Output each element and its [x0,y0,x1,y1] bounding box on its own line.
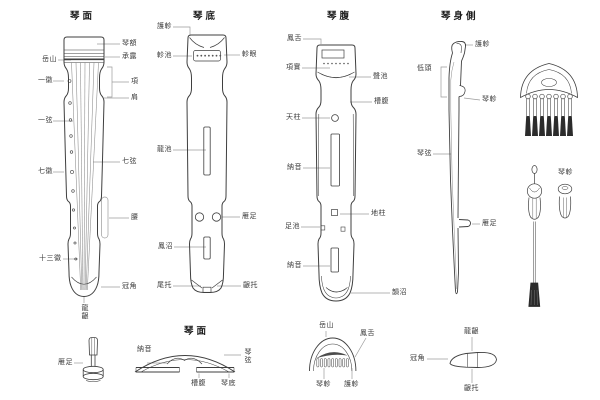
label-hui-7: 七徽 [38,168,53,175]
yanzu-hole-right [211,212,222,222]
label-zhenchi: 軫池 [157,52,172,59]
bottom-view-title: 琴底 [193,11,219,22]
strings [71,62,99,291]
label-huzhen-section: 護軫 [344,381,359,388]
side-string [450,61,458,290]
nayin-lower-ridge [330,247,339,273]
label-shengchi: 聲池 [373,73,388,80]
zuchi-left [320,225,326,231]
label-guanjiao-tail: 冠角 [410,355,425,362]
zhenyan-holes [196,54,222,57]
bottom-view-drawing [186,34,228,293]
head-section-drawing [309,337,357,372]
string-band [316,352,348,359]
label-caofu-section: 槽腹 [191,380,206,387]
label-xian-7: 七弦 [122,158,137,165]
longchi-slot [203,126,211,176]
label-qinzhen-side: 琴軫 [482,96,497,103]
zuchi-right [340,226,346,232]
peg-loops [525,93,573,100]
single-peg-drawing [557,183,573,219]
nayin-upper-ridge [330,133,340,187]
label-yanzu-side: 雁足 [482,220,497,227]
label-xiang: 項 [131,78,139,85]
label-weituo: 尾托 [157,282,172,289]
label-yueshan: 岳山 [42,56,57,63]
fengzhao-slot [203,236,211,260]
label-hui-1: 一徽 [38,77,53,84]
belly-view-title: 琴腹 [327,11,353,22]
label-yanzu-pedestal: 雁足 [58,359,73,366]
label-fengshe-belly: 鳳舌 [287,35,302,42]
cross-section-drawing [134,355,236,373]
belly-peg-holes [323,62,349,65]
side-goose-foot [458,219,471,228]
label-yintuo-bottom: 齦托 [243,282,258,289]
goose-foot-drawing [82,337,104,383]
tail-notch [202,286,212,293]
label-tianzhu: 天柱 [286,114,301,121]
section-view-title: 琴面 [184,326,210,337]
tail-piece-drawing [449,351,497,368]
label-qinzhen-accessory: 琴軫 [558,169,573,176]
label-fengshe-section: 鳳舌 [360,330,375,337]
head-pocket [321,49,345,59]
label-huzhen-bottom: 護軫 [157,23,172,30]
label-longyin-tail: 龍齦 [464,328,479,335]
peg-teeth [316,358,349,368]
cord [533,221,536,284]
label-caofu-belly: 槽腹 [374,98,389,105]
huzhen-curve-right [209,37,225,48]
label-qinzhen-section: 琴軫 [316,381,331,388]
label-zuchi: 足池 [285,223,300,230]
label-yanzu-bottom: 雁足 [242,213,257,220]
face-view-drawing [63,36,105,298]
label-dizhu: 地柱 [371,210,386,217]
nayin-ridge [166,357,203,365]
tianzhu-pillar [331,114,339,122]
label-yintuo-tail: 齦托 [464,385,479,392]
label-qindi-section: 琴底 [221,380,236,387]
label-qinxian-section: 琴弦 [244,348,252,364]
label-guanjiao: 冠角 [122,283,137,290]
hui-dots [67,79,78,261]
label-chenglu: 承露 [122,53,137,60]
label-xiangshi: 項實 [286,64,301,71]
side-view-title: 琴身側 [441,11,479,22]
label-yueshan-section: 岳山 [319,322,334,329]
leader-lines [53,26,481,383]
label-nayin-lower: 納音 [287,262,302,269]
label-qinxian-side: 琴弦 [417,150,432,157]
label-yunzhao: 韻沼 [392,289,407,296]
label-zhenyan: 軫眼 [242,51,257,58]
peg-tassels [525,116,573,136]
label-jian: 肩 [131,94,139,101]
label-longyin: 龍齦 [81,304,89,320]
label-nayin-section: 納音 [137,346,152,353]
label-fengzhao: 鳳沼 [158,243,173,250]
label-ditou: 低頭 [417,65,432,72]
label-hui-13: 十三徽 [39,255,62,262]
yanzu-hole-left [194,212,205,222]
peg-shafts [526,98,572,117]
dizhu-pillar [331,209,338,216]
label-nayin-upper: 納音 [287,164,302,171]
huzhen-curve-left [189,37,205,48]
soundboard-arc [134,355,236,373]
label-longchi: 龍池 [157,146,172,153]
label-yao: 腰 [131,214,139,221]
tuning-pegs-comb-drawing [520,63,578,136]
label-huzhen-side: 護軫 [475,41,490,48]
belly-view-drawing [315,44,357,302]
label-xian-1: 一弦 [38,117,53,124]
label-qin-e: 琴額 [122,40,137,47]
face-view-title: 琴面 [70,11,96,22]
peg-tassel-drawing [526,165,543,307]
side-view-drawing [448,40,471,295]
side-peg [458,85,466,97]
